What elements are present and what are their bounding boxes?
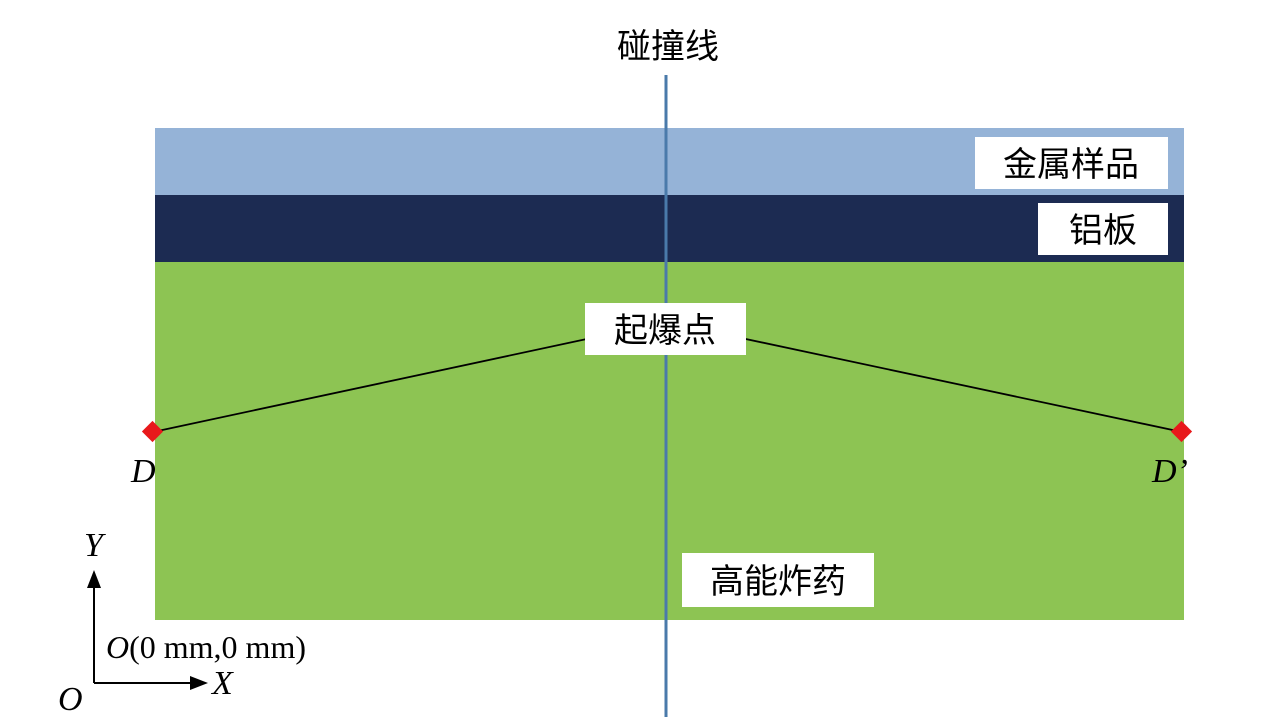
aluminum-plate-layer (155, 195, 1184, 262)
collision-line-label: 碰撞线 (617, 27, 719, 67)
y-axis-arrow-icon (87, 570, 101, 588)
origin-label: O (58, 681, 83, 717)
detonation-point-label-bg (585, 303, 746, 355)
point-d-prime-label: D’ (1151, 453, 1188, 490)
axis-x-label: X (210, 665, 234, 702)
metal-sample-label: 金属样品 (1003, 145, 1139, 185)
origin-coordinate-label: O(0 mm,0 mm) (106, 629, 306, 665)
detonation-line-right (665, 321, 1183, 433)
x-axis-arrow-icon (190, 676, 208, 690)
metal-sample-label-bg (975, 137, 1168, 189)
high-explosive-label: 高能炸药 (710, 562, 846, 602)
detonation-line-left (152, 321, 667, 433)
axis-y-label: Y (84, 527, 106, 564)
high-explosive-label-bg (682, 553, 874, 607)
point-d-label: D (130, 453, 156, 490)
detonation-point-label: 起爆点 (614, 311, 716, 351)
aluminum-plate-label: 铝板 (1069, 211, 1137, 251)
aluminum-plate-label-bg (1038, 203, 1168, 255)
